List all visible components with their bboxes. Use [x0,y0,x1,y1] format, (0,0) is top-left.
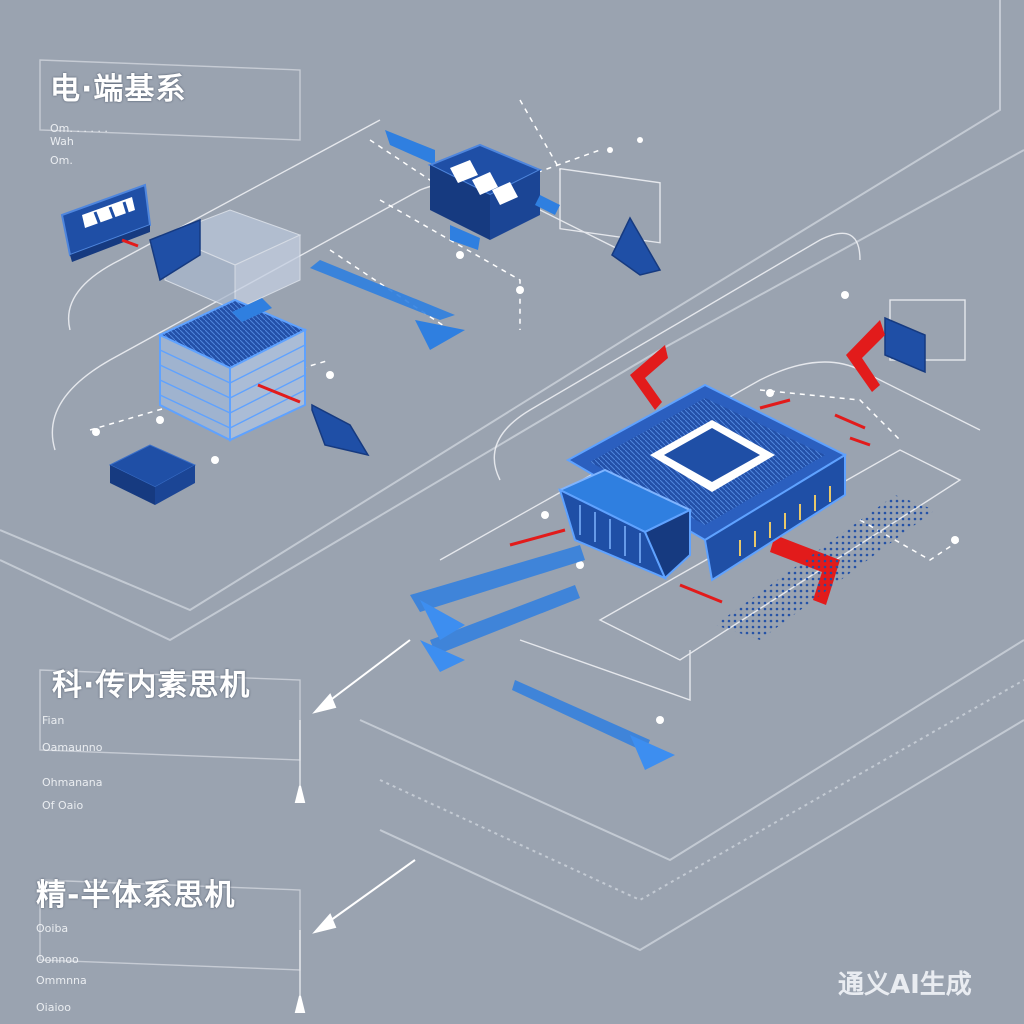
label-middle-note-4: Of Oaio [42,799,84,812]
chip-icon [557,383,848,582]
label-bottom-note-4: Oiaioo [36,1001,71,1014]
label-middle-note-1: Fian [42,714,65,727]
label-middle-note-2: Oamaunno [42,741,103,754]
connector-icon [385,130,560,250]
label-top-note-1: Om. . . . . . [50,122,108,135]
label-top-note-2: Wah [50,135,74,148]
label-group-top: 电·端基系 Om. . . . . . Wah Om. [50,64,290,167]
arrow-icon [149,216,926,457]
small-stack-icon [108,444,197,505]
background-platforms [0,0,1024,952]
memory-module-icon [60,183,152,262]
label-bottom-title: 精-半体系思机 [36,878,236,913]
label-top-note-3: Om. [50,154,73,167]
red-indicators [121,238,871,604]
data-beams [310,260,675,770]
node-dots [92,137,959,724]
label-middle-note-3: Ohmanana [42,776,103,789]
label-bottom-note-3: Ommnna [36,974,87,987]
label-top-title: 电·端基系 [50,72,187,107]
dot-matrix-panel [715,495,935,640]
watermark: 通义AI生成 [838,970,972,1000]
label-middle-title: 科·传内素思机 [52,668,251,703]
label-bottom-note-2: Oonnoo [36,953,79,966]
label-bottom-note-1: Ooiba [36,922,69,935]
white-arrows [294,639,416,1013]
label-group-middle: 科·传内素思机 Fian Oamaunno Ohmanana Of Oaio [42,660,302,812]
label-group-bottom: 精-半体系思机 Ooiba Oonnoo Ommnna Oiaioo [36,870,296,1014]
memory-stack-icon [157,298,308,442]
